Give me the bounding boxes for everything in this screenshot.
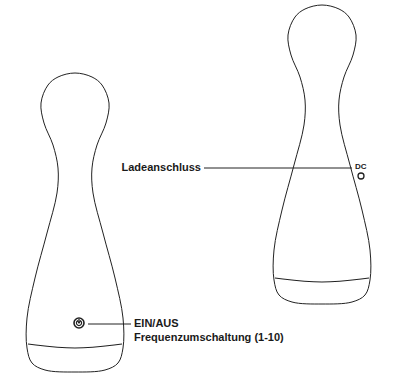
leader-line: [204, 168, 352, 169]
device-outline: [273, 5, 371, 304]
port-symbol: DC: [355, 162, 367, 172]
device-outline: [26, 73, 124, 372]
part-label: EIN/AUS: [134, 317, 179, 330]
device-band: [275, 278, 369, 282]
charging-port: [358, 173, 364, 179]
leader-line: [88, 324, 131, 325]
power-button: [74, 318, 84, 328]
part-label: Frequenzumschaltung (1-10): [134, 331, 284, 344]
device-band: [28, 344, 122, 348]
part-label: Ladeanschluss: [122, 161, 201, 174]
